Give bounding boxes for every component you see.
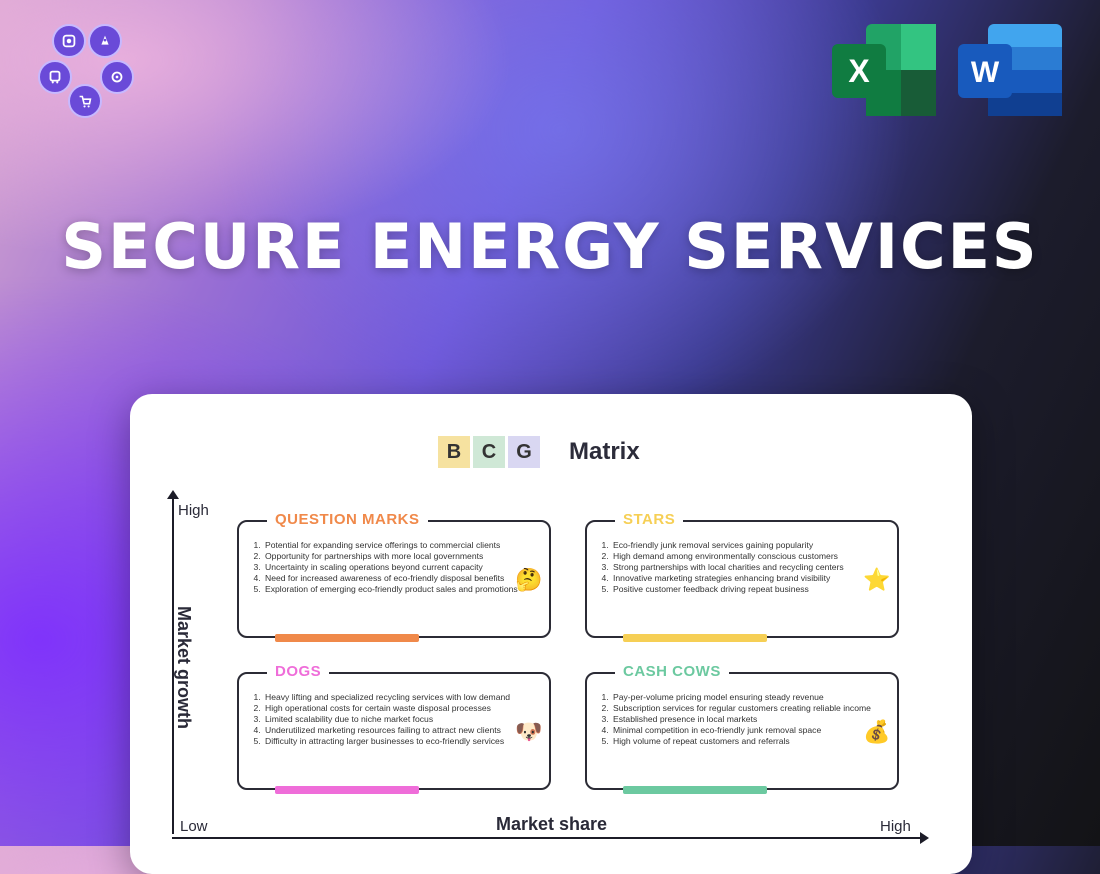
quadrant-stars: STARS Eco-friendly junk removal services… [585, 511, 899, 642]
list-item: Positive customer feedback driving repea… [611, 584, 875, 595]
list-item: High demand among environmentally consci… [611, 551, 875, 562]
quadrant-list: Pay-per-volume pricing model ensuring st… [599, 692, 875, 747]
list-item: Subscription services for regular custom… [611, 703, 875, 714]
dogs-accent-bar [275, 786, 419, 794]
list-item: High volume of repeat customers and refe… [611, 736, 875, 747]
x-axis-title: Market share [496, 814, 608, 834]
rocket-icon [88, 24, 122, 58]
list-item: Established presence in local markets [611, 714, 875, 725]
word-icon: W [958, 24, 1062, 116]
letter-c-tile: C [473, 436, 505, 468]
quadrant-list: Heavy lifting and specialized recycling … [251, 692, 527, 747]
list-item: Heavy lifting and specialized recycling … [263, 692, 527, 703]
letter-g-tile: G [508, 436, 540, 468]
money-bag-icon: 💰 [863, 719, 891, 745]
bus-icon [38, 60, 72, 94]
excel-icon: X [832, 24, 936, 116]
quadrant-dogs: DOGS Heavy lifting and specialized recyc… [237, 663, 551, 794]
list-item: Uncertainty in scaling operations beyond… [263, 562, 527, 573]
question-marks-accent-bar [275, 634, 419, 642]
brand-logo [36, 22, 140, 122]
quadrant-title: STARS [615, 511, 684, 528]
list-item: Pay-per-volume pricing model ensuring st… [611, 692, 875, 703]
list-item: Underutilized marketing resources failin… [263, 725, 527, 736]
stars-accent-bar [623, 634, 767, 642]
quadrant-list: Eco-friendly junk removal services gaini… [599, 540, 875, 595]
list-item: Opportunity for partnerships with more l… [263, 551, 527, 562]
page-title: SECURE ENERGY SERVICES [61, 210, 1039, 283]
excel-letter: X [848, 53, 870, 89]
y-axis-arrow [167, 490, 179, 499]
cart-icon [68, 84, 102, 118]
quadrant-cash-cows: CASH COWS Pay-per-volume pricing model e… [585, 663, 899, 794]
x-axis-low-label: Low [180, 818, 208, 835]
list-item: Strong partnerships with local charities… [611, 562, 875, 573]
quadrant-title: DOGS [267, 663, 330, 680]
list-item: High operational costs for certain waste… [263, 703, 527, 714]
list-item: Eco-friendly junk removal services gaini… [611, 540, 875, 551]
y-axis-high-label: High [178, 502, 209, 519]
quadrant-title: QUESTION MARKS [267, 511, 428, 528]
quadrant-list: Potential for expanding service offering… [251, 540, 527, 595]
matrix-heading: B C G Matrix [438, 436, 640, 468]
matrix-title: Matrix [569, 438, 640, 465]
list-item: Potential for expanding service offering… [263, 540, 527, 551]
dog-face-icon: 🐶 [515, 719, 543, 745]
star-icon: ⭐ [863, 567, 891, 593]
thinking-face-icon: 🤔 [515, 567, 543, 593]
x-axis-line [172, 837, 924, 839]
list-item: Innovative marketing strategies enhancin… [611, 573, 875, 584]
y-axis-title: Market growth [174, 606, 194, 730]
letter-b-tile: B [438, 436, 470, 468]
x-axis-arrow [920, 832, 929, 844]
list-item: Exploration of emerging eco-friendly pro… [263, 584, 527, 595]
word-letter: W [971, 56, 1000, 89]
list-item: Need for increased awareness of eco-frie… [263, 573, 527, 584]
target-icon [100, 60, 134, 94]
quadrant-question-marks: QUESTION MARKS Potential for expanding s… [237, 511, 551, 642]
list-item: Difficulty in attracting larger business… [263, 736, 527, 747]
x-axis-high-label: High [880, 818, 911, 835]
cash-cows-accent-bar [623, 786, 767, 794]
settings-icon [52, 24, 86, 58]
bcg-matrix-card: B C G Matrix High Market growth Low Mark… [130, 394, 972, 874]
quadrant-title: CASH COWS [615, 663, 729, 680]
y-axis-line [172, 494, 174, 834]
list-item: Minimal competition in eco-friendly junk… [611, 725, 875, 736]
list-item: Limited scalability due to niche market … [263, 714, 527, 725]
